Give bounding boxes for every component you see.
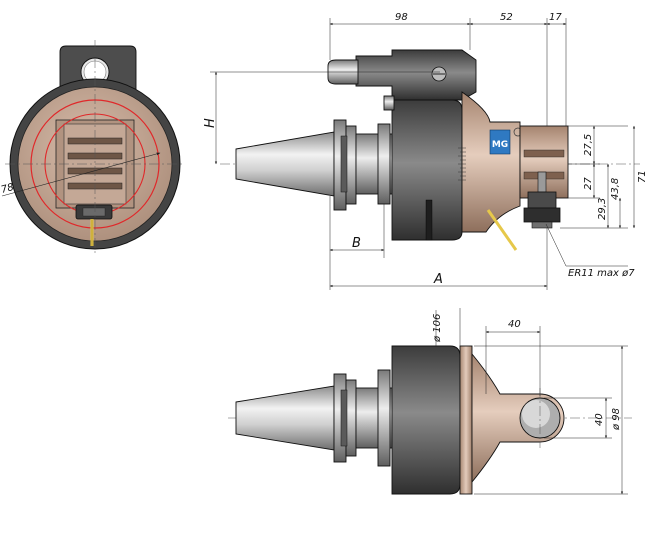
collet-spec-label: ER11 max ø7 <box>568 268 635 279</box>
dims-top <box>329 18 567 126</box>
side-view-top-housing <box>355 49 477 101</box>
side-view-collet <box>523 171 561 229</box>
side-view-taper <box>235 131 335 197</box>
side-view-flange-ring-2 <box>345 125 357 205</box>
top-view-flange-ring-2 <box>345 379 357 457</box>
dim-29-3-label: 29,3 <box>597 198 608 220</box>
dim-27-5-label: 27,5 <box>583 134 594 156</box>
side-view-angle-scale <box>458 147 466 181</box>
mg-logo: MG <box>489 129 511 155</box>
dim-106-label: ø 106 <box>432 314 443 343</box>
side-view: MG 98 52 17 <box>203 12 648 290</box>
dim-98-diameter-label: ø 98 <box>611 408 622 431</box>
dims-top-view <box>435 308 628 495</box>
dim-h-label: H <box>203 118 218 128</box>
side-view-coolant-pipe <box>486 209 518 251</box>
dim-b-label: B <box>352 236 361 251</box>
dim-27-label: 27 <box>583 177 594 190</box>
dim-52-label: 52 <box>500 12 513 23</box>
dim-40-vertical-label: 40 <box>594 413 605 426</box>
top-view-bronze-ring <box>459 345 473 495</box>
dim-78-label: 78 <box>0 182 15 196</box>
dim-98-label: 98 <box>395 12 408 23</box>
end-view: 78 <box>0 40 185 255</box>
dim-17-label: 17 <box>549 12 562 23</box>
mg-logo-text: MG <box>492 140 508 150</box>
top-view-bronze-arm <box>471 352 565 484</box>
dim-78-line <box>1 152 161 197</box>
dims-right <box>560 125 636 229</box>
side-view-bronze-housing <box>461 91 521 233</box>
dim-40-horizontal-label: 40 <box>508 319 521 330</box>
dim-71-label: 71 <box>637 170 648 183</box>
dim-a-label: A <box>433 272 443 287</box>
dim-h <box>210 71 440 165</box>
top-view-taper <box>235 385 335 451</box>
dims-bottom <box>329 196 628 290</box>
dim-43-8-label: 43,8 <box>610 178 621 200</box>
top-view-main-body <box>391 345 461 495</box>
top-view: ø 106 40 40 ø 98 <box>228 308 632 495</box>
